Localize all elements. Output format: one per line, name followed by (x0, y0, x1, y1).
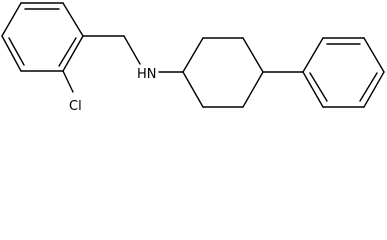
ring2-bond-3 (242, 37, 264, 73)
ring2-bond-4 (242, 71, 264, 108)
ring1-double-bond-3 (8, 37, 25, 66)
structure-canvas: Cl HN (0, 0, 387, 116)
ring3-bond-1 (302, 37, 324, 73)
ring1-double-bond-2 (58, 37, 77, 67)
chlorine-label: Cl (69, 99, 82, 114)
ring2-bond-1 (182, 37, 204, 73)
ring3-bond-6 (302, 71, 324, 108)
chlorophenyl-ring (1, 2, 84, 72)
ring1-bond-3 (62, 35, 84, 72)
structure-svg: Cl HN (1, 2, 385, 114)
ring3-double-bond-3 (309, 72, 328, 102)
ring3-bond-4 (363, 71, 385, 108)
ring3-bond-3 (363, 37, 385, 73)
c-cl-bond (62, 70, 74, 93)
ring2-bond-6 (182, 71, 204, 108)
ch2-n-bond (123, 35, 141, 65)
ring1-bond-6 (1, 2, 22, 37)
phenyl-ring (302, 37, 385, 108)
ring3-double-bond-2 (359, 72, 378, 102)
ring1-bond-5 (1, 35, 22, 72)
amine-label: HN (137, 67, 157, 82)
ring1-bond-2 (62, 2, 84, 37)
cyclohexane-ring (182, 37, 264, 108)
